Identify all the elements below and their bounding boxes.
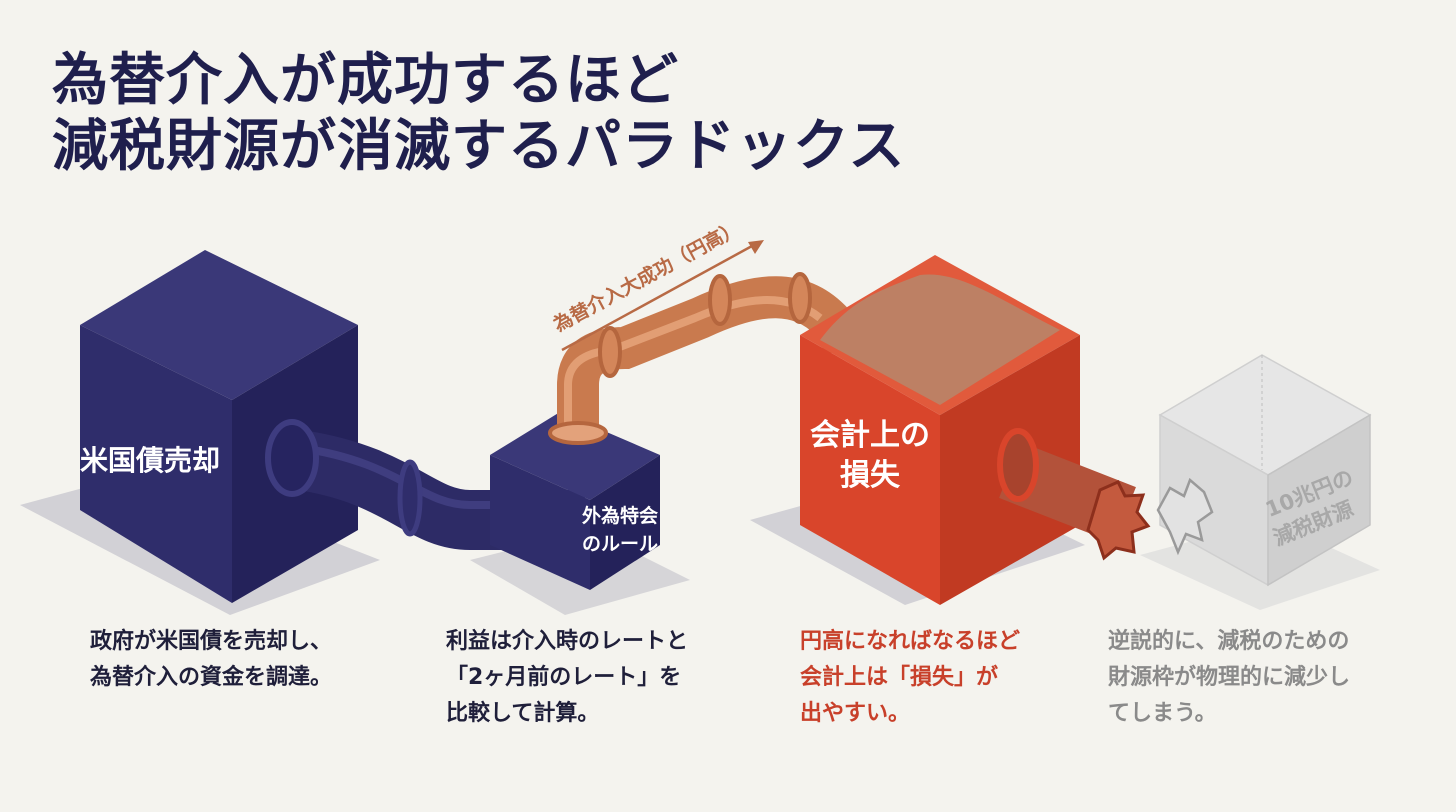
broken-pipe	[997, 428, 1151, 561]
box2-label-line2: のルール	[582, 533, 658, 555]
page-title: 為替介入が成功するほど 減税財源が消滅するパラドックス	[52, 48, 905, 180]
box2-label-line1: 外為特会	[582, 504, 658, 527]
caption-fx-rule: 利益は介入時のレートと 「2ヶ月前のレート」を 比較して計算。	[446, 629, 689, 726]
copper-pipe	[548, 272, 864, 445]
box3-label-line2: 損失	[840, 458, 901, 493]
caption-treasury-sale: 政府が米国債を売却し、 為替介入の資金を調達。	[90, 629, 333, 690]
caption-loss: 円高になればなるほど 会計上は「損失」が 出やすい。	[800, 629, 1021, 726]
caption-paradox: 逆説的に、減税のための 財源枠が物理的に減少し てしまう。	[1108, 629, 1351, 726]
box3-label-line1: 会計上の	[810, 418, 930, 453]
title-line-2: 減税財源が消滅するパラドックス	[52, 114, 906, 179]
title-line-1: 為替介入が成功するほど	[52, 48, 679, 113]
box4-tax-cut-fund: 10兆円の 減税財源	[1156, 354, 1372, 587]
box1-label: 米国債売却	[80, 444, 220, 477]
box2-fx-account: 外為特会 のルール	[490, 412, 660, 590]
